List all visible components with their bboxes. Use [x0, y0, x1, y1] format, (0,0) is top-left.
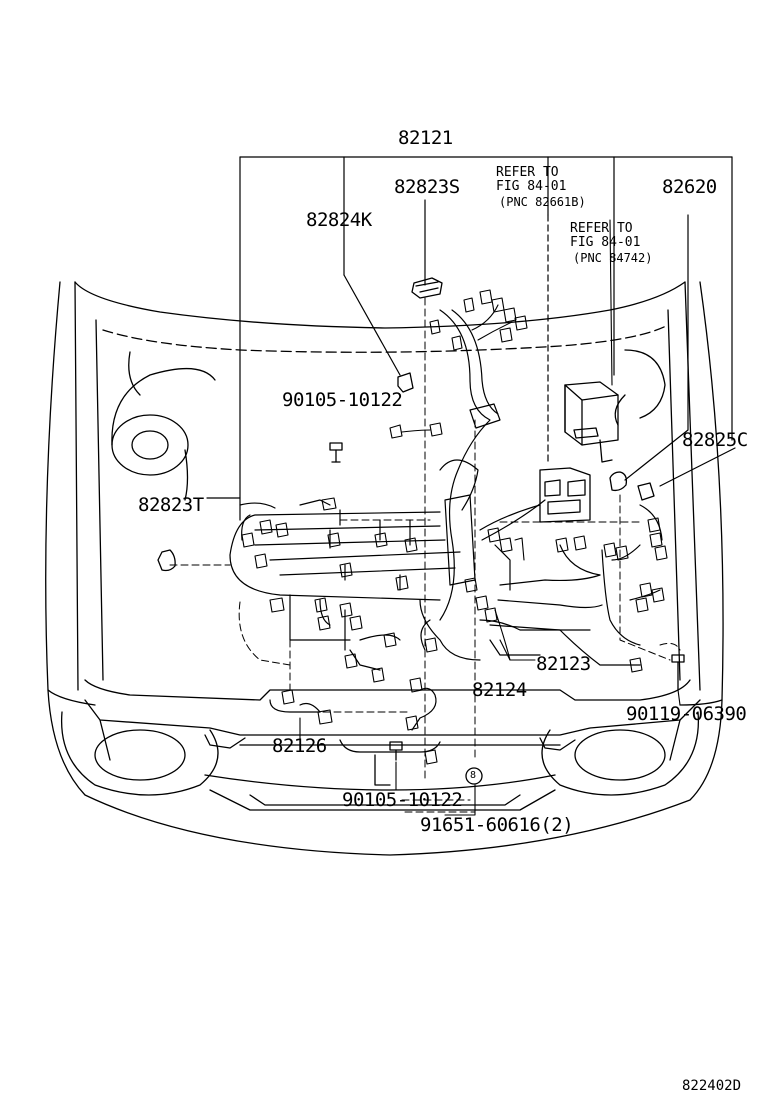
label-82823S[interactable]: 82823S [394, 176, 460, 198]
relay-box [565, 382, 618, 462]
ref-note-2-line3[interactable]: (PNC 84742) [573, 251, 653, 265]
label-82123[interactable]: 82123 [536, 653, 591, 675]
ref-note-2-line1: REFER TO [570, 221, 633, 236]
marker-circle [466, 768, 482, 784]
label-82823T[interactable]: 82823T [138, 494, 204, 516]
ref-note-1-line1: REFER TO [496, 165, 559, 180]
label-91651-60616[interactable]: 91651-60616(2) [420, 814, 574, 836]
connectors [242, 290, 667, 764]
label-82824K[interactable]: 82824K [306, 209, 372, 231]
label-90119-06390[interactable]: 90119-06390 [626, 703, 747, 725]
front-grille [205, 775, 555, 810]
marker-number: 8 [470, 770, 477, 781]
hood-outline [75, 282, 700, 690]
clips [158, 278, 654, 571]
label-82825C[interactable]: 82825C [682, 429, 748, 451]
ref-note-2-line2: FIG 84-01 [570, 235, 641, 250]
fuse-block [540, 468, 590, 522]
label-82620[interactable]: 82620 [662, 176, 717, 198]
headlamps [62, 712, 699, 795]
strut-tower-right [615, 350, 665, 425]
label-82121[interactable]: 82121 [398, 127, 453, 149]
figure-code: 822402D [682, 1078, 742, 1094]
ref-note-1-line3[interactable]: (PNC 82661B) [499, 195, 586, 209]
leader-frame [207, 157, 735, 520]
label-90105-10122-bottom[interactable]: 90105-10122 [342, 789, 463, 811]
label-82126[interactable]: 82126 [272, 735, 327, 757]
engine-harness [230, 310, 662, 730]
body-outline [46, 282, 723, 855]
label-90105-10122-top[interactable]: 90105-10122 [282, 389, 403, 411]
radiator-support [85, 680, 700, 785]
label-82124[interactable]: 82124 [472, 679, 527, 701]
strut-tower-left [112, 352, 215, 500]
leader-lines [300, 220, 680, 815]
dashed-routing [170, 298, 680, 812]
ref-note-1-line2: FIG 84-01 [496, 179, 567, 194]
